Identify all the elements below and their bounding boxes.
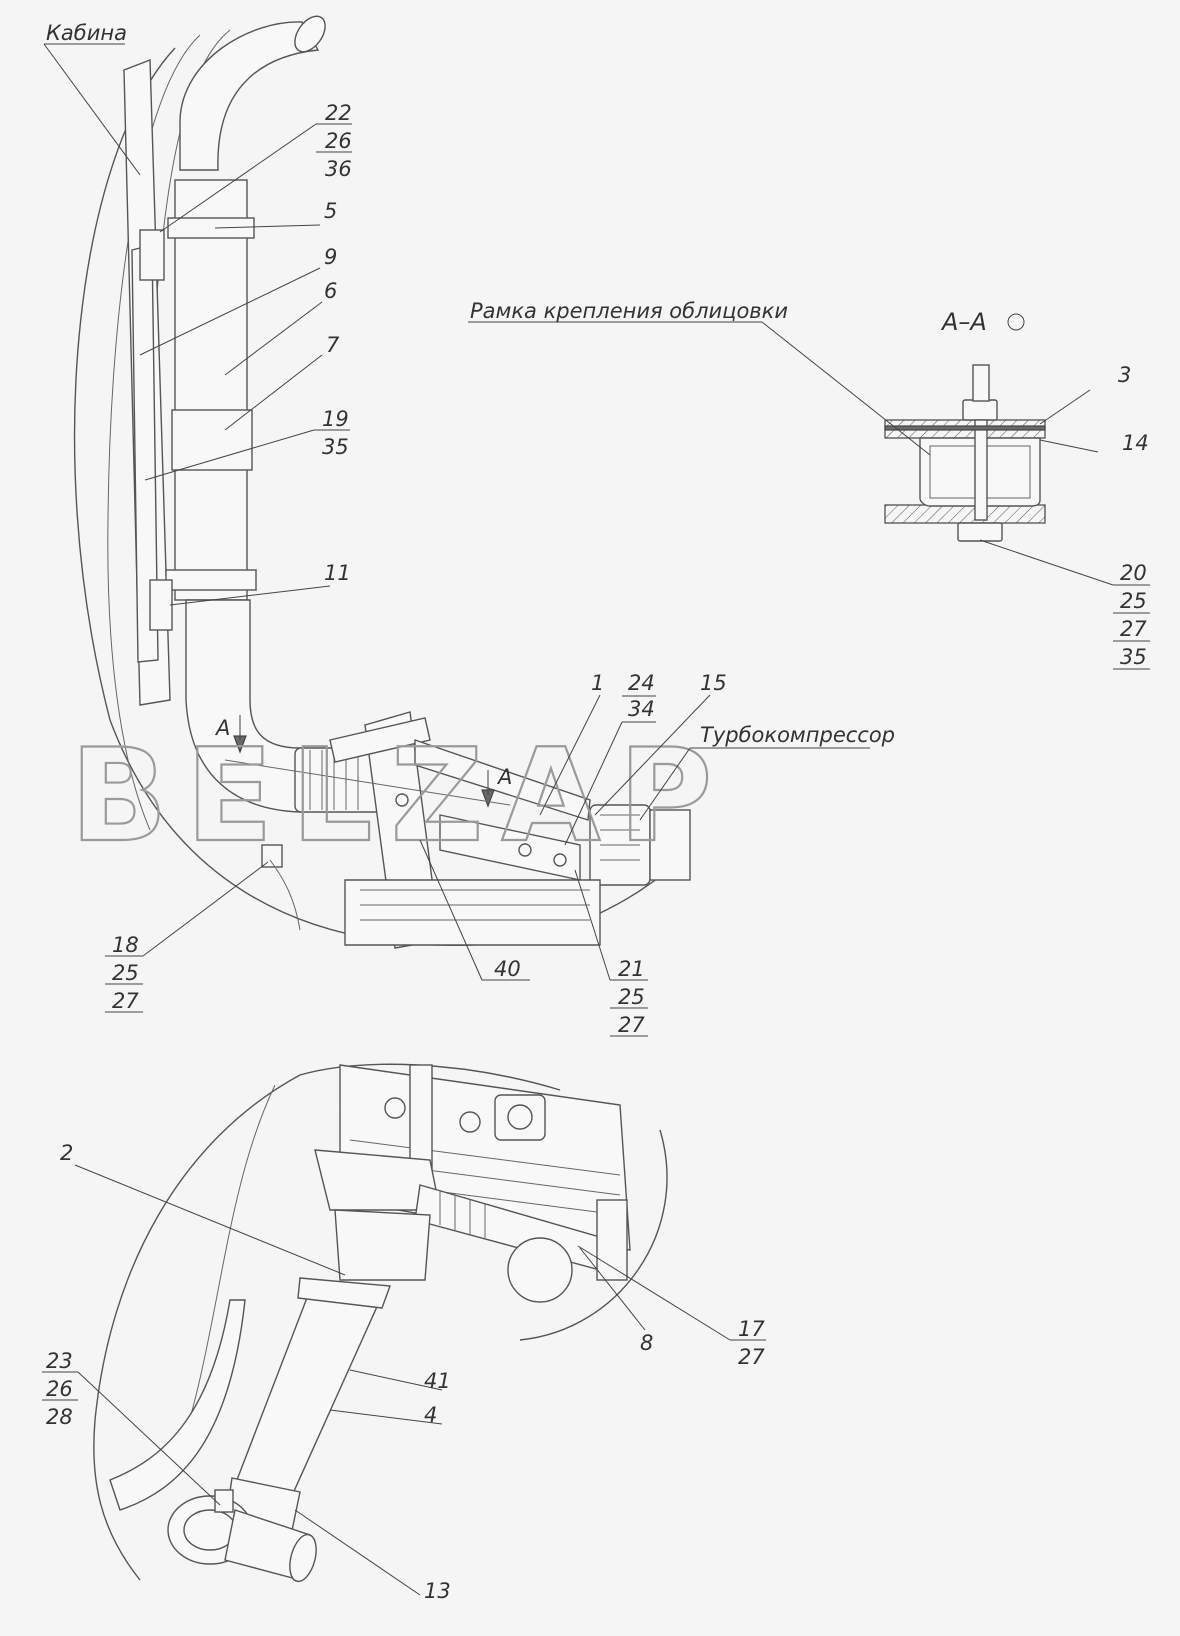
watermark: BELZAP xyxy=(70,722,730,871)
callout-36: 36 xyxy=(325,157,352,181)
callout-23: 23 xyxy=(46,1349,73,1373)
label-frame: Рамка крепления облицовки xyxy=(470,299,788,323)
callout-8: 8 xyxy=(640,1331,653,1355)
callout-5: 5 xyxy=(324,199,337,223)
callout-14: 14 xyxy=(1122,431,1149,455)
callout-27: 27 xyxy=(1120,617,1147,641)
callout-2: 2 xyxy=(60,1141,73,1165)
callout-25b: 25 xyxy=(112,961,139,985)
callout-4: 4 xyxy=(424,1403,437,1427)
callout-28: 28 xyxy=(46,1405,73,1429)
callout-9: 9 xyxy=(324,245,337,269)
callout-18: 18 xyxy=(112,933,139,957)
label-section: А–А xyxy=(940,308,987,336)
callout-35b: 35 xyxy=(1120,645,1147,669)
section-rotation-icon xyxy=(1007,313,1025,331)
label-turbo: Турбокомпрессор xyxy=(700,723,895,747)
callout-26: 26 xyxy=(325,129,352,153)
upper-view xyxy=(73,15,691,949)
callout-20: 20 xyxy=(1120,561,1147,585)
callout-13: 13 xyxy=(424,1579,451,1603)
callout-15: 15 xyxy=(700,671,727,695)
leader-lines xyxy=(42,43,1150,1596)
callout-26b: 26 xyxy=(46,1377,73,1401)
callout-27d: 27 xyxy=(738,1345,765,1369)
callout-24: 24 xyxy=(628,671,655,695)
callout-41: 41 xyxy=(424,1369,451,1393)
labels: Кабина Рамка крепления облицовки А–А Тур… xyxy=(46,21,1149,1603)
callout-25c: 25 xyxy=(618,985,645,1009)
label-section-mark-2: А xyxy=(496,765,512,789)
callout-34: 34 xyxy=(628,697,655,721)
callout-3: 3 xyxy=(1118,363,1131,387)
callout-19: 19 xyxy=(322,407,349,431)
callout-35: 35 xyxy=(322,435,349,459)
callout-11: 11 xyxy=(324,561,351,585)
callout-40: 40 xyxy=(494,957,521,981)
callout-6: 6 xyxy=(324,279,337,303)
callout-22: 22 xyxy=(325,101,352,125)
callout-21: 21 xyxy=(618,957,645,981)
label-section-mark-1: А xyxy=(214,716,230,740)
callout-27c: 27 xyxy=(618,1013,645,1037)
lower-view xyxy=(93,1063,668,1583)
callout-7: 7 xyxy=(326,333,340,357)
label-cabin: Кабина xyxy=(46,21,127,45)
callout-27b: 27 xyxy=(112,989,139,1013)
section-a-a xyxy=(884,364,1046,542)
callout-25: 25 xyxy=(1120,589,1147,613)
callout-17: 17 xyxy=(738,1317,765,1341)
callout-1: 1 xyxy=(591,671,604,695)
